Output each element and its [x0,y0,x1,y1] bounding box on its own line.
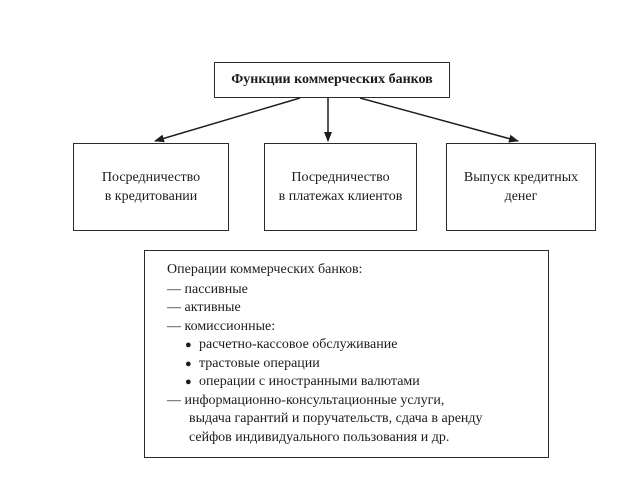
operation-info-consulting-cont: сейфов индивидуального пользования и др. [189,429,450,445]
root-node-bank-functions: Функции коммерческих банков [214,62,450,98]
bullet-text: трастовые операции [199,355,320,371]
node-credit-intermediation: Посредничество в кредитовании [73,143,229,231]
operation-active: — активные [167,300,241,315]
arrow-to-credit-money-issue [359,97,519,143]
node-label-line: Выпуск кредитных [463,170,579,185]
node-label-line: денег [504,189,538,204]
commission-bullet-item: ● операции с иностранными валютами [167,373,538,392]
commission-bullet-item: ● расчетно-кассовое обслуживание [167,336,538,355]
operations-box: Операции коммерческих банков: — пассивны… [144,250,549,458]
bullet-icon: ● [185,357,192,370]
commission-bullet-item: ● трастовые операции [167,355,538,374]
bullet-text: операции с иностранными валютами [199,374,420,389]
operation-passive: — пассивные [167,281,248,297]
node-label-line: в платежах клиентов [278,189,403,204]
operation-commission: — комиссионные: [167,318,276,334]
root-node-label: Функции коммерческих банков [231,72,433,87]
arrow-to-credit-intermediation [154,97,301,143]
node-label-line: Посредничество [101,170,201,185]
operation-info-consulting-cont: выдача гарантий и поручательств, сдача в… [189,411,483,426]
node-label-line: Посредничество [291,170,390,185]
node-credit-money-issue: Выпуск кредитных денег [446,143,596,231]
bullet-text: расчетно-кассовое обслуживание [199,337,398,352]
node-payment-intermediation: Посредничество в платежах клиентов [264,143,417,231]
operation-info-consulting: — информационно-консультационные услуги, [167,392,445,408]
node-label-line: в кредитовании [104,189,198,204]
bullet-icon: ● [185,339,192,351]
bullet-icon: ● [185,376,192,388]
operations-title: Операции коммерческих банков: [167,262,363,277]
